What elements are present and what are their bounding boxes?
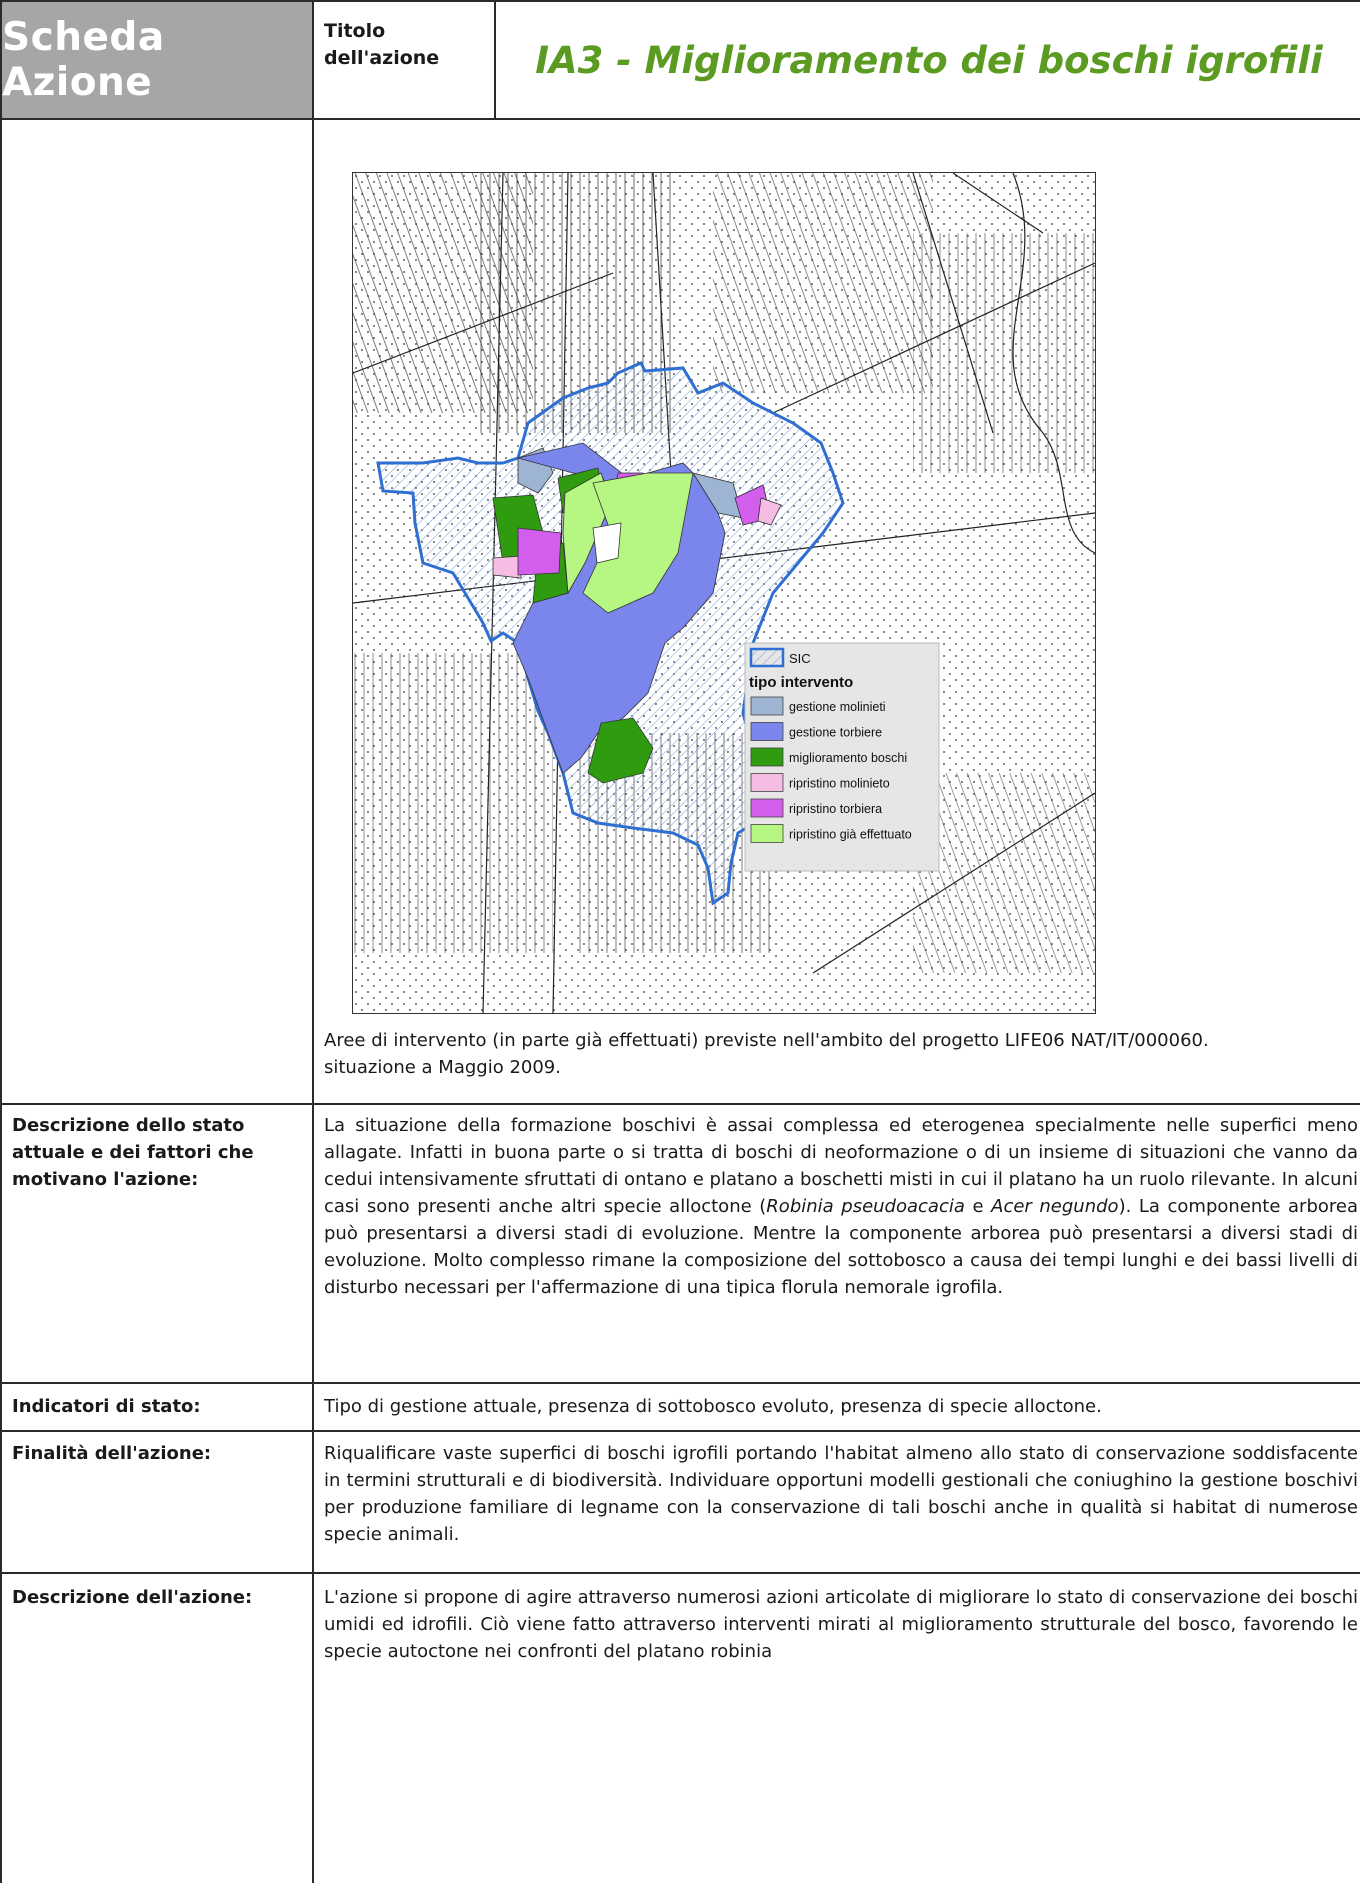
legend-label-1: gestione molinieti <box>789 700 886 714</box>
text-current-state: La situazione della formazione boschivi … <box>324 1112 1358 1301</box>
legend-sic-label: SIC <box>789 651 811 666</box>
row-divider-1 <box>2 1103 1360 1105</box>
legend-swatch-5 <box>750 798 784 818</box>
legend-swatch-4 <box>750 773 784 792</box>
current-state-text-1: La situazione della formazione boschivi … <box>324 1115 1358 1217</box>
legend-swatch-2 <box>750 722 784 741</box>
label-current-state: Descrizione dello stato attuale e dei fa… <box>12 1115 254 1190</box>
column-divider <box>312 120 314 1883</box>
map-legend: SIC tipo intervento gestione molinietige… <box>744 642 940 872</box>
legend-label-4: ripristino molinieto <box>789 777 890 791</box>
legend-swatch-3 <box>750 747 784 767</box>
legend-swatch-1 <box>750 696 784 716</box>
row-divider-4 <box>2 1572 1360 1574</box>
legend-label-3: miglioramento boschi <box>789 751 907 765</box>
legend-label-6: ripristino già effettuato <box>789 828 912 842</box>
legend-label-2: gestione torbiere <box>789 726 882 740</box>
action-title-cell: IA3 - Miglioramento dei boschi igrofili <box>496 0 1360 120</box>
cadastral-background <box>353 173 1095 1013</box>
label-indicators: Indicatori di stato: <box>12 1396 201 1417</box>
legend-items: gestione molinieti gestione torbiere migli… <box>750 696 912 843</box>
current-state-text-2: ). La componente arborea può presentarsi… <box>324 1196 1358 1298</box>
legend-swatch-6 <box>750 824 784 843</box>
action-title: IA3 - Miglioramento dei boschi igrofili <box>535 38 1323 82</box>
legend-heading: tipo intervento <box>749 674 853 691</box>
text-purpose: Riqualificare vaste superfici di boschi … <box>324 1443 1358 1545</box>
sheet-label-cell: Scheda Azione <box>2 0 314 120</box>
row-divider-3 <box>2 1430 1360 1432</box>
map-caption-line-2: situazione a Maggio 2009. <box>324 1057 561 1078</box>
row-divider-2 <box>2 1382 1360 1384</box>
map-caption-line-1: Aree di intervento (in parte già effettu… <box>324 1030 1209 1051</box>
title-caption: Titolo dell'azione <box>324 20 440 69</box>
map-drawing: SIC tipo intervento gestione molinietige… <box>353 173 1095 1013</box>
species-robinia: Robinia pseudoacacia <box>766 1196 965 1217</box>
legend-label-5: ripristino torbiera <box>789 802 882 816</box>
current-state-conj: e <box>964 1196 992 1217</box>
intervention-areas <box>492 442 782 784</box>
sheet-label: Scheda Azione <box>2 15 165 105</box>
current-state-paragraph: La situazione della formazione boschivi … <box>324 1112 1358 1301</box>
label-purpose: Finalità dell'azione: <box>12 1443 212 1464</box>
text-action-description: L'azione si propone di agire attraverso … <box>324 1587 1358 1662</box>
text-indicators: Tipo di gestione attuale, presenza di so… <box>324 1396 1102 1417</box>
title-caption-cell: Titolo dell'azione <box>314 0 496 120</box>
species-acer: Acer negundo <box>991 1196 1119 1217</box>
label-action-description: Descrizione dell'azione: <box>12 1587 253 1608</box>
map-caption: Aree di intervento (in parte già effettu… <box>324 1027 1354 1081</box>
